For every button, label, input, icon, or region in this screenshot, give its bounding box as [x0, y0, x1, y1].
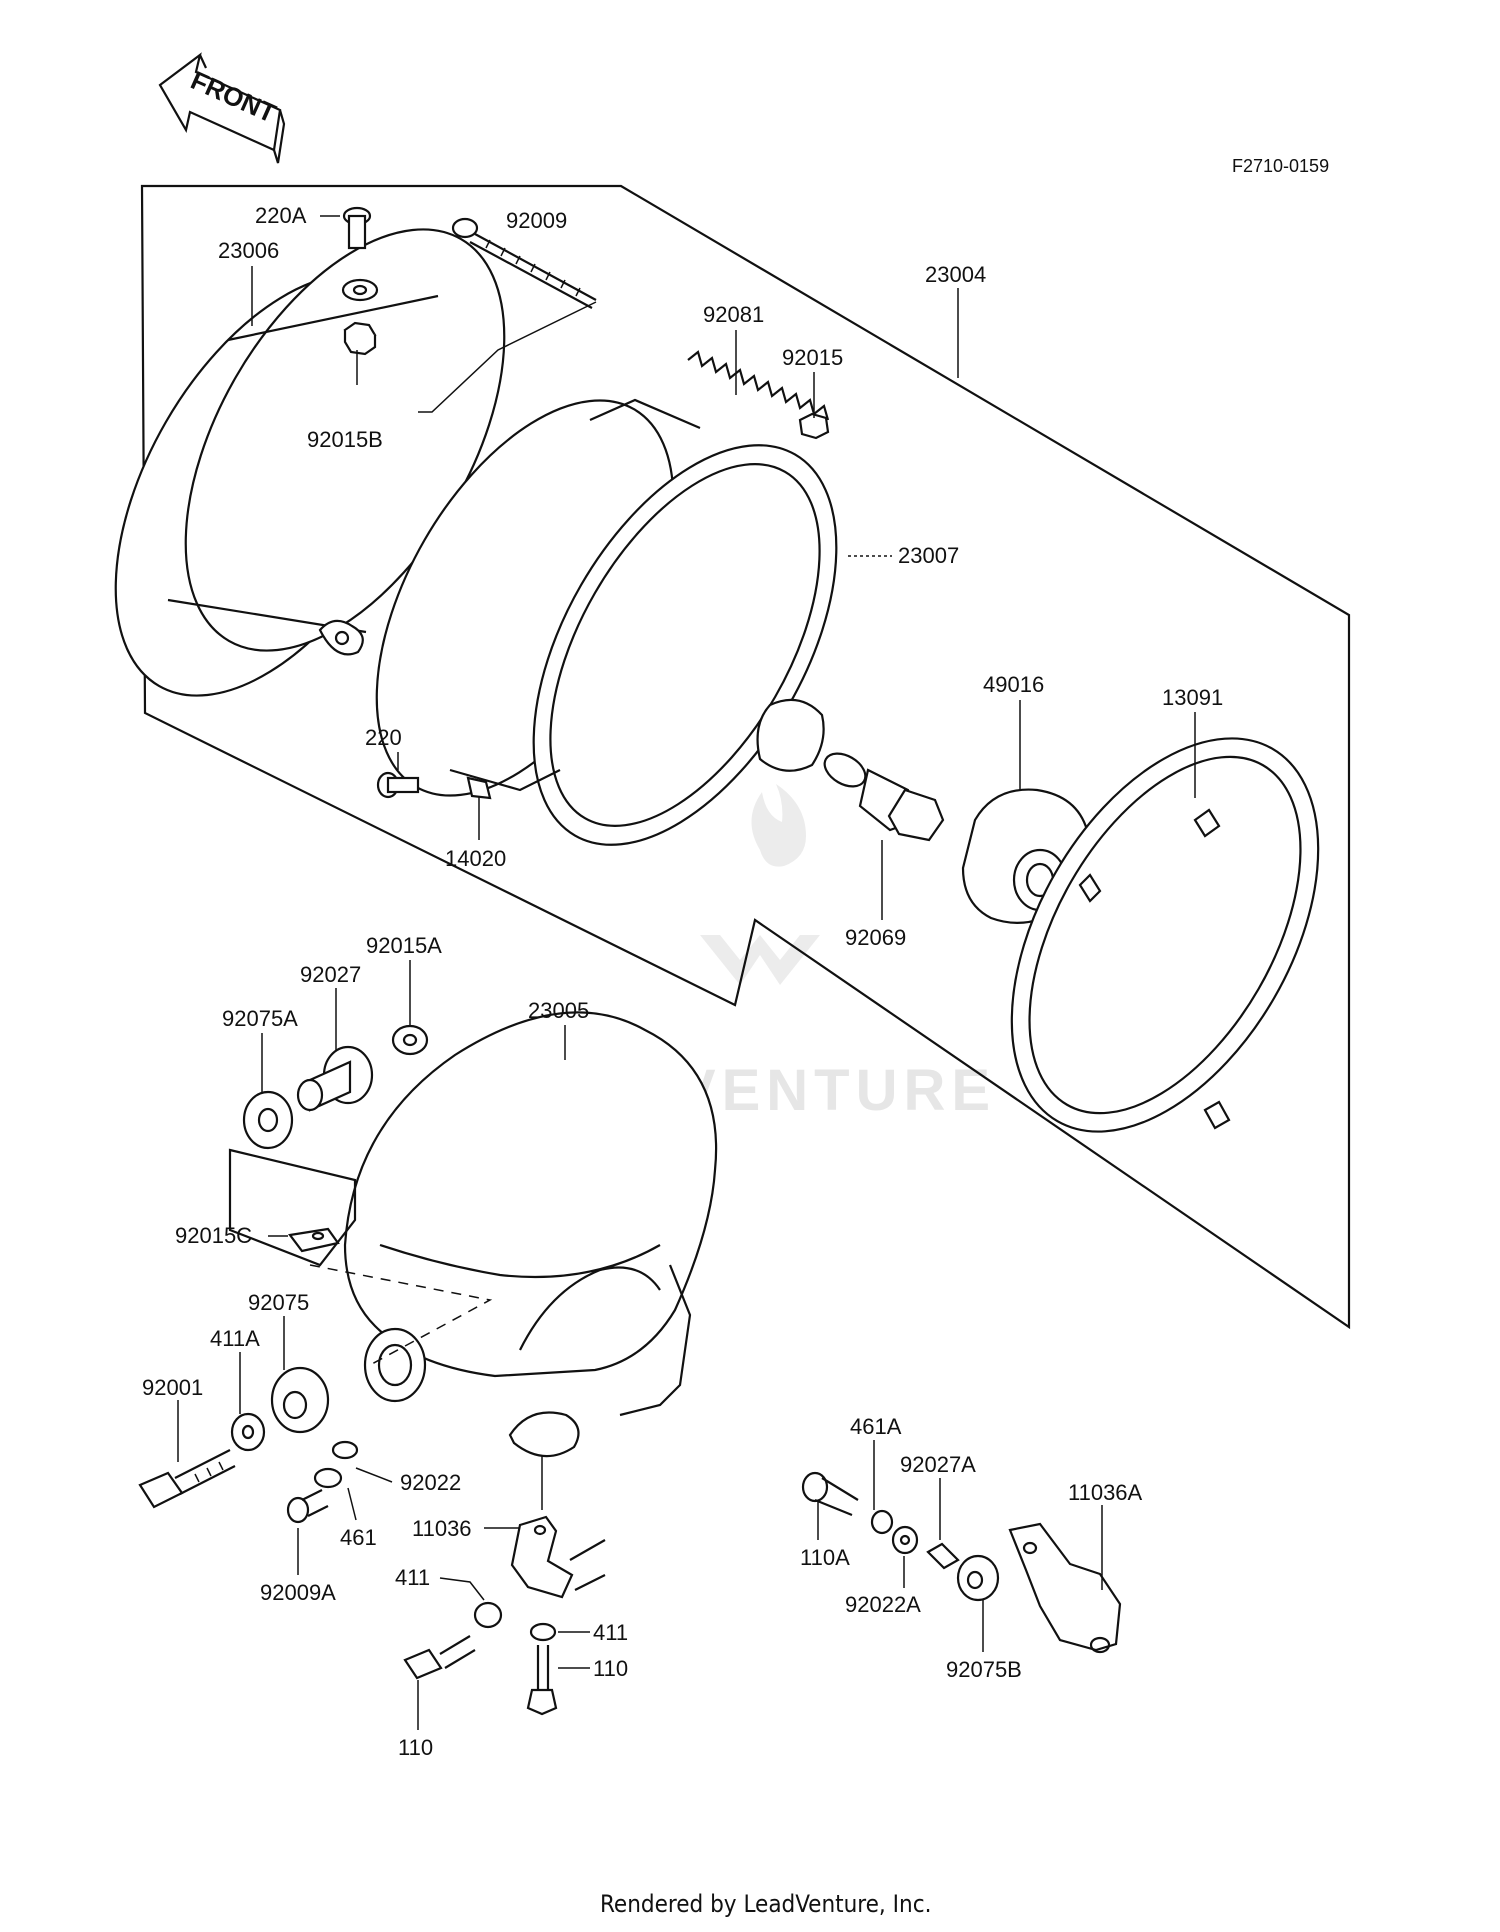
leader-92022	[355, 1467, 393, 1483]
nut-92015A	[391, 1024, 429, 1056]
label-92009A: 92009A	[260, 1580, 336, 1605]
label-23004: 23004	[925, 262, 986, 287]
label-92022A: 92022A	[845, 1592, 921, 1617]
kit-outline-23004	[140, 184, 1351, 1330]
grommet-92075A	[242, 1090, 294, 1150]
washer-461	[313, 1467, 343, 1489]
housing-23005	[343, 1011, 718, 1458]
bolt-92001	[138, 1449, 236, 1509]
watermark-logo	[700, 784, 820, 985]
label-23005: 23005	[528, 998, 589, 1023]
label-461: 461	[340, 1525, 377, 1550]
front-arrow-icon: FRONT	[158, 52, 286, 164]
bolt-110-right	[526, 1645, 558, 1716]
label-92075B: 92075B	[946, 1657, 1022, 1682]
nut-92015	[798, 412, 830, 440]
label-92015B: 92015B	[307, 427, 383, 452]
label-220: 220	[365, 725, 402, 750]
label-92009: 92009	[506, 208, 567, 233]
leader-11036	[484, 1455, 543, 1529]
washer-part	[341, 278, 379, 302]
label-92022: 92022	[400, 1470, 461, 1495]
mounting-ring-13091	[1010, 737, 1320, 1133]
label-461A: 461A	[850, 1414, 902, 1439]
label-92015: 92015	[782, 345, 843, 370]
label-14020: 14020	[445, 846, 506, 871]
washer-411-left	[473, 1601, 503, 1629]
label-11036A: 11036A	[1068, 1480, 1143, 1505]
label-92001: 92001	[142, 1375, 203, 1400]
collar-92027	[296, 1045, 374, 1112]
label-110A: 110A	[800, 1545, 850, 1570]
washer-411-right	[529, 1622, 557, 1642]
bulb-92069	[823, 752, 945, 842]
leader-92009	[418, 301, 597, 413]
bolt-110A	[801, 1471, 859, 1517]
leader-461	[347, 1487, 357, 1521]
label-411A: 411A	[210, 1326, 260, 1351]
label-411-right: 411	[593, 1620, 628, 1645]
label-13091: 13091	[1162, 685, 1223, 710]
label-92027A: 92027A	[900, 1452, 976, 1477]
label-92069: 92069	[845, 925, 906, 950]
grommet-92075B	[956, 1554, 1000, 1602]
label-23006: 23006	[218, 238, 279, 263]
label-92015A: 92015A	[366, 933, 442, 958]
headlight-unit-23007	[375, 398, 838, 846]
screw-92009A	[286, 1489, 329, 1524]
label-110-right: 110	[593, 1656, 628, 1681]
leader-411-left	[439, 1577, 485, 1601]
dashed-link-1	[309, 1264, 493, 1366]
screw-220A	[342, 206, 372, 250]
label-23007: 23007	[898, 543, 959, 568]
grommet-92075	[270, 1366, 330, 1434]
label-411-left: 411	[395, 1565, 430, 1590]
label-92015C: 92015C	[175, 1223, 252, 1248]
spring-92081	[687, 350, 830, 421]
label-11036: 11036	[412, 1516, 472, 1541]
front-label: FRONT	[186, 65, 280, 129]
bracket-11036A	[1008, 1522, 1122, 1654]
figure-code: F2710-0159	[1232, 156, 1329, 176]
clip-92015C	[288, 1227, 340, 1253]
label-92075: 92075	[248, 1290, 309, 1315]
screw-92009	[451, 217, 597, 309]
nut-92015B	[343, 321, 377, 356]
clip-14020	[466, 776, 492, 800]
label-110-bottom: 110	[398, 1735, 433, 1760]
washer-461A	[870, 1509, 894, 1535]
label-92081: 92081	[703, 302, 764, 327]
bolt-110-left	[403, 1635, 476, 1680]
collar-92027A	[926, 1542, 960, 1570]
washer-92022A	[891, 1525, 919, 1555]
bracket-11036	[510, 1515, 606, 1599]
screw-220	[376, 771, 420, 799]
footer-credit: Rendered by LeadVenture, Inc.	[600, 1890, 931, 1918]
washer-411A	[230, 1412, 266, 1452]
washer-92022	[331, 1440, 359, 1460]
label-49016: 49016	[983, 672, 1044, 697]
label-92027: 92027	[300, 962, 361, 987]
label-220A: 220A	[255, 203, 307, 228]
label-92075A: 92075A	[222, 1006, 298, 1031]
